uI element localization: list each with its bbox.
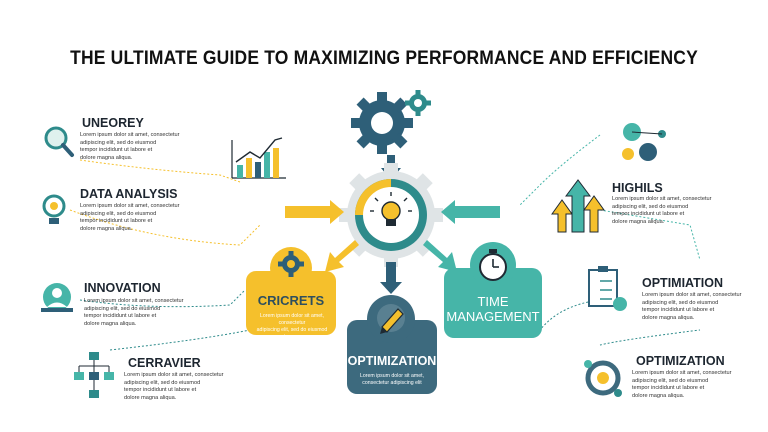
center-box-text: Lorem ipsum dolor sit amet, consectetur … xyxy=(359,373,424,386)
pencil-icon xyxy=(377,304,405,334)
connector-left-4 xyxy=(109,329,251,351)
right-heading-1: HIGHILS xyxy=(612,181,663,195)
arrow-to-teal-box-icon xyxy=(423,240,457,272)
yellow-box xyxy=(246,247,336,335)
magnifier-icon xyxy=(44,126,74,157)
right-heading-3: OPTIMIZATION xyxy=(636,354,725,368)
arrow-left-into-hub-icon xyxy=(441,200,500,224)
connector-left-2 xyxy=(69,209,261,246)
center-box-label: OPTIMIZATION xyxy=(347,354,437,368)
center-box xyxy=(347,295,437,394)
yellow-box-label: CRICRETS xyxy=(257,293,325,308)
central-gear-hub xyxy=(339,163,443,267)
connector-left-1 xyxy=(79,159,241,183)
stopwatch-icon xyxy=(479,249,507,281)
lightbulb-gear-icon xyxy=(42,194,66,224)
left-text-2: Lorem ipsum dolor sit amet, consectetur … xyxy=(80,203,180,232)
right-text-2: Lorem ipsum dolor sit amet, consectetur … xyxy=(642,292,742,321)
left-heading-2: DATA ANALYSIS xyxy=(80,187,178,201)
up-arrows-icon xyxy=(551,179,605,233)
page-title: THE ULTIMATE GUIDE TO MAXIMIZING PERFORM… xyxy=(70,48,698,69)
connector-right-1 xyxy=(519,134,601,206)
teal-box xyxy=(444,242,542,338)
gear-nodes-icon xyxy=(622,123,666,161)
gear-in-yellow-icon xyxy=(278,251,304,277)
left-text-1: Lorem ipsum dolor sit amet, consectetur … xyxy=(80,132,180,161)
yellow-box-text: Lorem ipsum dolor sit amet, consectetur … xyxy=(256,313,328,340)
right-text-1: Lorem ipsum dolor sit amet, consectetur … xyxy=(612,196,712,225)
checklist-icon xyxy=(588,266,627,311)
left-heading-1: UNEOREY xyxy=(82,116,144,130)
right-text-3: Lorem ipsum dolor sit amet, consectetur … xyxy=(632,370,732,399)
network-icon xyxy=(74,352,114,398)
left-heading-4: CERRAVIER xyxy=(128,356,201,370)
cycle-arrows-icon xyxy=(584,360,622,397)
bar-chart-icon xyxy=(231,137,286,179)
person-gear-icon xyxy=(41,283,73,312)
left-text-4: Lorem ipsum dolor sit amet, consectetur … xyxy=(124,372,224,401)
arrow-to-center-box-icon xyxy=(380,262,402,294)
right-heading-2: OPTIMIATION xyxy=(642,276,724,290)
arrow-to-yellow-box-icon xyxy=(325,240,359,272)
connector-right-4 xyxy=(599,329,701,346)
gear-cluster-icon xyxy=(351,90,431,154)
arrow-right-into-hub-icon xyxy=(285,200,344,224)
connector-right-2 xyxy=(599,209,701,261)
teal-box-label: TIME MANAGEMENT xyxy=(446,294,540,324)
left-heading-3: INNOVATION xyxy=(84,281,161,295)
lightbulb-icon xyxy=(370,192,412,226)
left-text-3: Lorem ipsum dolor sit amet, consectetur … xyxy=(84,298,184,327)
connector-right-3 xyxy=(539,299,601,331)
